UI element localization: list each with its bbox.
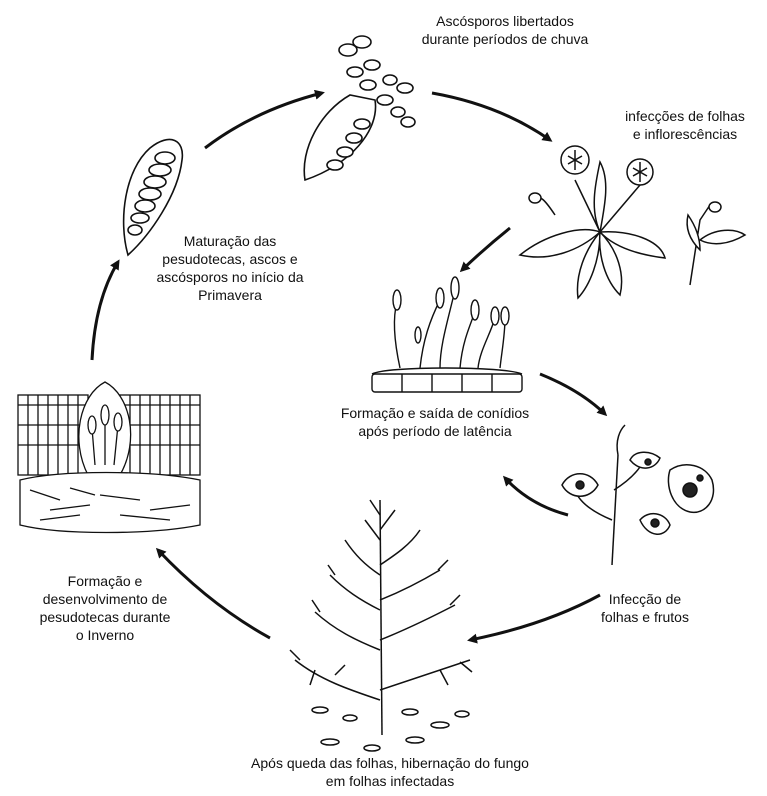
dormant-tree-illustration bbox=[290, 500, 472, 751]
label-leaf-infection: infecções de folhas e inflorescências bbox=[605, 107, 765, 143]
label-maturation: Maturação das pesudotecas, ascos e ascós… bbox=[135, 232, 325, 304]
plant-shoot-illustration bbox=[520, 146, 745, 298]
arrow-release-to-infection bbox=[432, 93, 550, 140]
label-pseudothecia-formation: Formação e desenvolvimento de pesudoteca… bbox=[10, 572, 200, 644]
label-ascospore-release: Ascósporos libertados durante períodos d… bbox=[385, 12, 625, 48]
ascospore-release-illustration bbox=[304, 36, 415, 180]
arrow-infection-to-conidia bbox=[462, 228, 510, 270]
conidia-illustration bbox=[372, 277, 522, 392]
arrow-maturation-to-release bbox=[205, 93, 322, 148]
infected-fruit-illustration bbox=[562, 425, 713, 565]
label-overwintering: Após queda das folhas, hibernação do fun… bbox=[220, 754, 560, 790]
label-conidia-formation: Formação e saída de conídios após períod… bbox=[305, 404, 565, 440]
arrow-fruit-to-conidia bbox=[505, 478, 568, 515]
pseudothecium-illustration bbox=[18, 382, 200, 533]
label-leaf-fruit-infection: Infecção de folhas e frutos bbox=[570, 590, 720, 626]
arrow-pseudothecia-to-maturation bbox=[92, 262, 118, 360]
